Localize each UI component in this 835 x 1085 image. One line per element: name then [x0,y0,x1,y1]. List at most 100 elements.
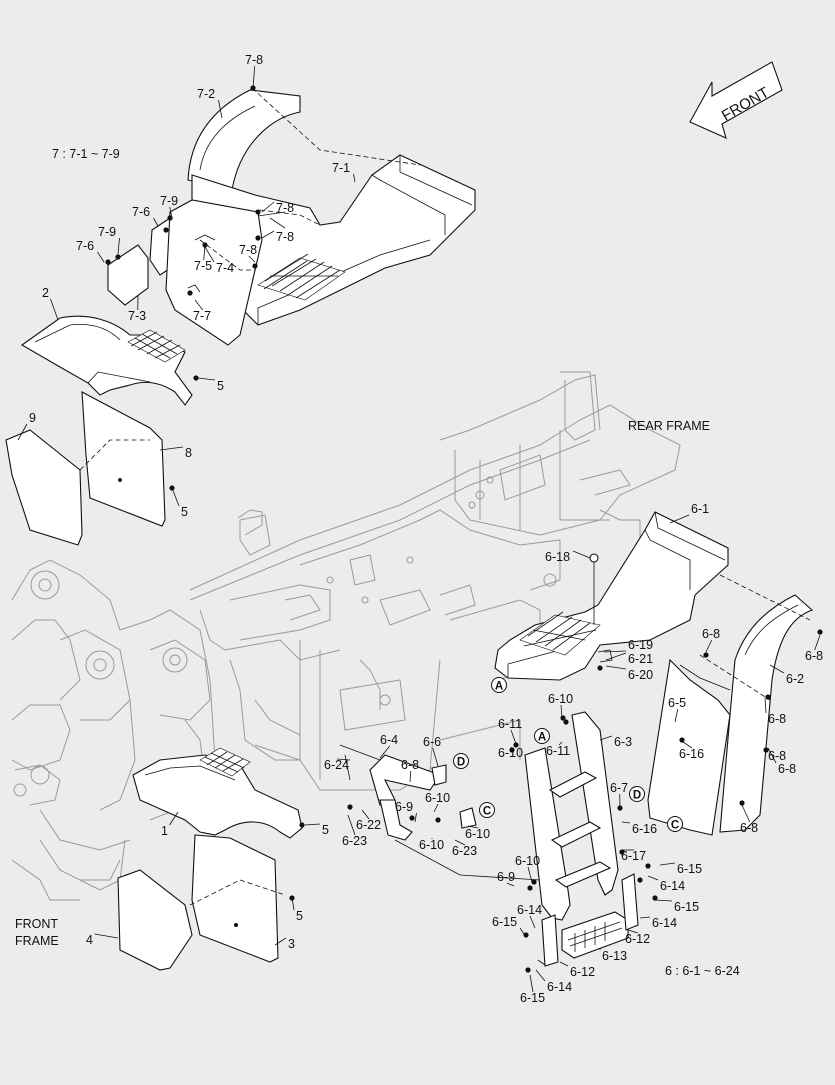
callout-7-9: 7-9 [98,225,116,239]
callout-6-21: 6-21 [628,652,653,666]
callout-7-1: 7-1 [332,161,350,175]
bolt-2 [255,209,260,214]
callout-5: 5 [181,505,188,519]
leader-line-26 [815,635,820,650]
bolt-27 [645,863,650,868]
callout-6-16: 6-16 [679,747,704,761]
leader-line-18 [160,447,183,450]
callout-6-7: 6-7 [610,781,628,795]
leader-line-19 [172,488,179,506]
callout-7-6: 7-6 [76,239,94,253]
callout-6-10: 6-10 [548,692,573,706]
svg-text:A: A [538,732,546,744]
callout-7-6: 7-6 [132,205,150,219]
callout-6-14: 6-14 [517,903,542,917]
callout-6-8: 6-8 [740,821,758,835]
callout-7-3: 7-3 [128,309,146,323]
callout-6-14: 6-14 [547,980,572,994]
callout-7-2: 7-2 [197,87,215,101]
callout-6-15: 6-15 [492,915,517,929]
part-6-1-step-deck [495,512,728,680]
front-frame-structure [12,560,215,900]
svg-text:C: C [483,806,491,818]
leader-line-67 [305,824,320,825]
callout-6-10: 6-10 [419,838,444,852]
callout-6-8: 6-8 [702,627,720,641]
bolt-8 [115,254,120,259]
callout-6-10: 6-10 [515,854,540,868]
bolt-28 [637,877,642,882]
callout-6-20: 6-20 [628,668,653,682]
part-6-4-bracket [340,745,540,880]
rear-frame-structure [190,372,680,790]
svg-text:D: D [457,757,465,769]
part-1-fender [133,748,302,838]
bolt-4 [252,263,257,268]
callout-7-8: 7-8 [245,53,263,67]
callout-7-8: 7-8 [276,230,294,244]
leader-line-51 [348,815,355,835]
svg-text:C: C [671,820,679,832]
callout-6-9: 6-9 [395,800,413,814]
bolt-14 [765,694,770,699]
callout-6-8: 6-8 [401,758,419,772]
bolt-6 [105,259,110,264]
reference-marker-c: C [480,803,495,818]
bolt-23 [563,719,568,724]
callout-6-8: 6-8 [778,762,796,776]
part-7-fender-assembly [108,88,475,345]
callout-5: 5 [296,909,303,923]
reference-marker-d: D [454,754,469,769]
legend-part-7: 7 : 7-1 ~ 7-9 [52,147,120,161]
bolt-33 [347,804,352,809]
leader-line-69 [95,934,119,938]
leader-line-54 [648,876,658,880]
callout-6-2: 6-2 [786,672,804,686]
callout-6-10: 6-10 [465,827,490,841]
callout-6-23: 6-23 [452,844,477,858]
callout-8: 8 [185,446,192,460]
callout-6-18: 6-18 [545,550,570,564]
callout-6-8: 6-8 [768,749,786,763]
callout-6-17: 6-17 [621,849,646,863]
leader-line-42 [433,748,438,766]
leader-line-55 [655,900,672,901]
leader-line-3 [354,174,356,182]
callout-6-24: 6-24 [324,758,349,772]
leader-line-63 [560,962,568,966]
part-6-3-ladder [525,712,638,966]
callout-6-1: 6-1 [691,502,709,516]
bolt-34 [435,817,440,822]
callout-6-15: 6-15 [520,991,545,1005]
callout-4: 4 [86,933,93,947]
callout-6-15: 6-15 [677,862,702,876]
callout-6-16: 6-16 [632,822,657,836]
callout-6-8: 6-8 [768,712,786,726]
leader-line-21 [573,551,590,558]
leader-line-9 [98,252,105,262]
bolt-24 [531,879,536,884]
bolt-31 [525,967,530,972]
callout-6-23: 6-23 [342,834,367,848]
legend-part-6: 6 : 6-1 ~ 6-24 [665,964,740,978]
callout-6-3: 6-3 [614,735,632,749]
bolt-30 [523,932,528,937]
leader-line-37 [511,730,516,744]
callout-6-14: 6-14 [652,916,677,930]
callout-7-9: 7-9 [160,194,178,208]
callout-6-10: 6-10 [498,746,523,760]
leader-line-8 [118,238,120,254]
bolt-13 [817,629,822,634]
callout-6-22: 6-22 [356,818,381,832]
reference-marker-a: A [535,729,550,744]
leader-line-36 [561,705,562,718]
bolt-36 [299,822,304,827]
leader-line-64 [536,970,545,981]
leader-line-16 [198,378,215,380]
leader-line-65 [530,975,533,992]
reference-marker-a: A [492,678,507,693]
leader-line-22 [604,651,626,652]
callout-6-12: 6-12 [625,932,650,946]
callout-6-4: 6-4 [380,733,398,747]
